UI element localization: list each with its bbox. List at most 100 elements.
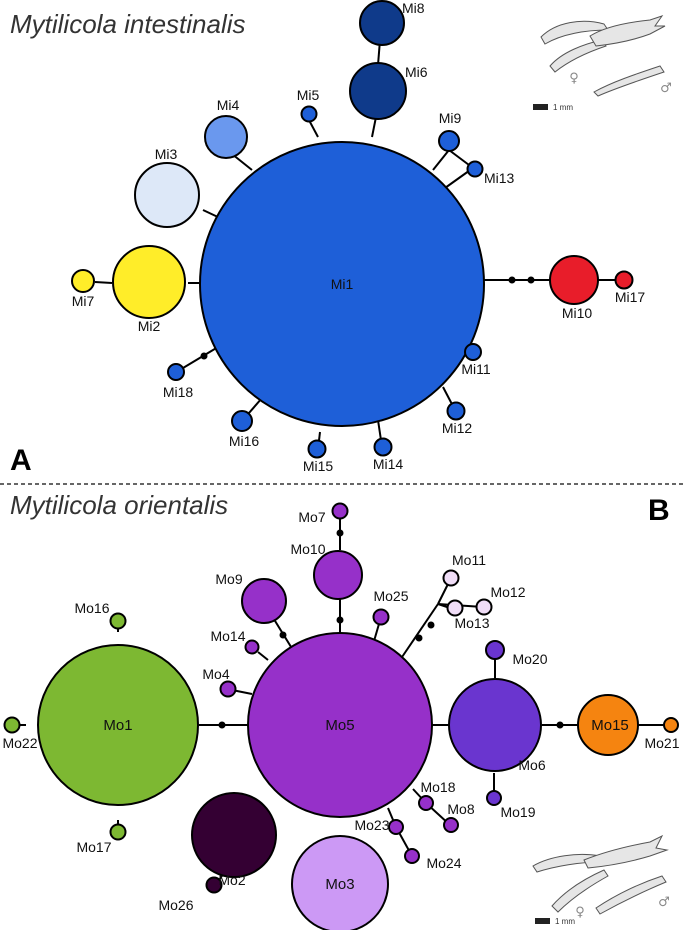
panel-a-title: Mytilicola intestinalis	[10, 9, 246, 39]
node-mo14	[244, 639, 260, 655]
panel-a-copepod-illustration	[540, 15, 666, 97]
node-mo2	[191, 792, 277, 878]
node-mo21	[663, 717, 679, 733]
node-mo4	[219, 680, 237, 698]
node-mo10	[313, 550, 363, 600]
node-mi5	[300, 105, 318, 123]
label-mo6: Mo6	[518, 757, 545, 773]
node-mo25	[372, 608, 390, 626]
label-mo26: Mo26	[158, 897, 193, 913]
node-mo1	[37, 644, 199, 806]
node-mo9	[241, 578, 287, 624]
label-mo18: Mo18	[420, 779, 455, 795]
label-mo9: Mo9	[215, 571, 242, 587]
node-mi11	[464, 343, 482, 361]
label-mo25: Mo25	[373, 588, 408, 604]
node-mo24	[404, 848, 420, 864]
node-mi18	[167, 363, 185, 381]
label-mi9: Mi9	[439, 110, 462, 126]
node-mo12	[475, 598, 493, 616]
label-mo5: Mo5	[325, 717, 354, 734]
label-mo22: Mo22	[2, 735, 37, 751]
panel-b-male-symbol: ♂	[658, 895, 670, 910]
node-mi16	[231, 410, 253, 432]
node-mi6	[349, 62, 407, 120]
panel-b-mutation-dots	[218, 529, 564, 729]
label-mo8: Mo8	[447, 801, 474, 817]
label-mi5: Mi5	[297, 87, 320, 103]
node-mo19	[486, 790, 502, 806]
node-mi3	[134, 162, 200, 228]
node-mi12	[446, 401, 466, 421]
node-mi14	[373, 437, 393, 457]
panel-b-title: Mytilicola orientalis	[10, 490, 228, 520]
label-mo14: Mo14	[210, 628, 245, 644]
label-mo15: Mo15	[591, 717, 629, 734]
node-mo23	[388, 819, 404, 835]
label-mi7: Mi7	[72, 293, 95, 309]
panel-b-scale-bar	[535, 918, 550, 924]
label-mo3: Mo3	[325, 876, 354, 893]
label-mo11: Mo11	[452, 552, 486, 568]
panel-a-scale-label: 1 mm	[553, 103, 573, 112]
label-mi15: Mi15	[303, 458, 334, 474]
label-mo19: Mo19	[500, 804, 535, 820]
label-mo1: Mo1	[103, 717, 132, 734]
panel-a-mutation-dots	[200, 276, 535, 360]
label-mo16: Mo16	[74, 600, 109, 616]
label-mo20: Mo20	[512, 651, 547, 667]
panel-a-female-symbol: ♀	[569, 71, 579, 86]
node-mo13	[446, 599, 464, 617]
label-mo13: Mo13	[454, 615, 489, 631]
label-mi3: Mi3	[155, 146, 178, 162]
label-mi6: Mi6	[405, 64, 428, 80]
panel-b-scale-label: 1 mm	[555, 917, 575, 926]
label-mo10: Mo10	[290, 541, 325, 557]
panel-a-labels: Mi1 Mi8 Mi6 Mi5 Mi4 Mi3 Mi2 Mi7 Mi9 Mi13…	[72, 0, 646, 474]
node-mi7	[71, 269, 95, 293]
node-mo20	[485, 640, 505, 660]
node-mi13	[466, 160, 484, 178]
panel-b-nodes	[3, 502, 679, 930]
label-mi4: Mi4	[217, 97, 240, 113]
node-mi1	[199, 141, 485, 427]
label-mi10: Mi10	[562, 305, 593, 321]
label-mi8: Mi8	[402, 0, 425, 16]
label-mi17: Mi17	[615, 289, 646, 305]
label-mo4: Mo4	[202, 666, 229, 682]
label-mo7: Mo7	[298, 509, 325, 525]
node-mo11	[442, 569, 460, 587]
node-mi10	[549, 255, 599, 305]
label-mi14: Mi14	[373, 456, 404, 472]
node-mi9	[438, 130, 460, 152]
node-mi2	[112, 245, 186, 319]
node-mo17	[109, 823, 127, 841]
node-mi17	[614, 270, 634, 290]
node-mo3	[291, 835, 389, 930]
node-mo6	[448, 678, 542, 772]
node-mi8	[359, 0, 405, 46]
panel-a-letter: A	[10, 444, 32, 477]
label-mo23: Mo23	[354, 817, 389, 833]
label-mi11: Mi11	[461, 361, 491, 377]
node-mo8	[443, 817, 459, 833]
label-mo21: Mo21	[644, 735, 679, 751]
label-mo2: Mo2	[218, 872, 245, 888]
node-mo26	[205, 876, 223, 894]
panel-a-nodes	[71, 0, 634, 459]
node-mi4	[204, 115, 248, 159]
panel-b-letter: B	[648, 494, 670, 527]
panel-a-male-symbol: ♂	[660, 81, 672, 96]
panel-a-scale-bar	[533, 104, 548, 110]
node-mo18	[418, 795, 434, 811]
panel-b-labels: Mo5 Mo1 Mo15 Mo3 Mo7 Mo10 Mo9 Mo25 Mo11 …	[2, 509, 679, 913]
node-mo5	[247, 632, 433, 818]
label-mo17: Mo17	[76, 839, 111, 855]
node-mi15	[307, 439, 327, 459]
label-mi1: Mi1	[331, 276, 354, 292]
label-mo24: Mo24	[426, 855, 461, 871]
label-mi2: Mi2	[138, 318, 161, 334]
node-mo22	[3, 716, 21, 734]
node-mo16	[109, 612, 127, 630]
